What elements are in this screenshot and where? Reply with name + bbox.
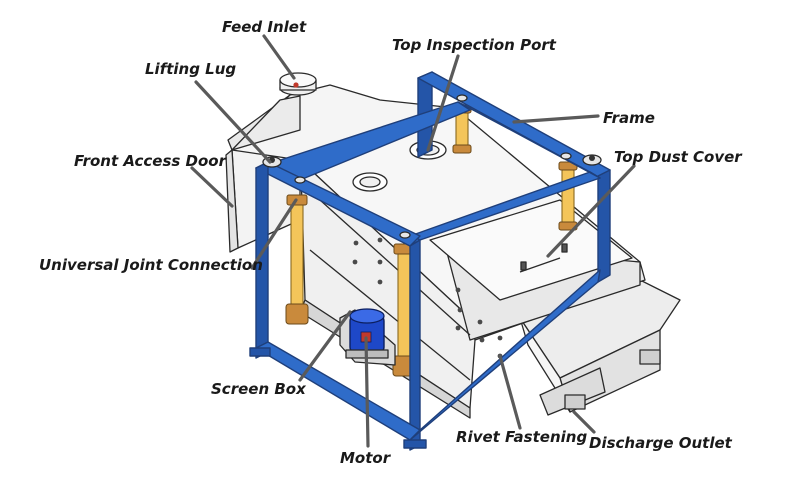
leader-frame: [512, 114, 600, 124]
leader-feed-inlet: [262, 34, 296, 80]
label-front-access-door: Front Access Door: [74, 152, 227, 170]
label-motor: Motor: [340, 449, 391, 467]
label-universal-joint-connection: Universal Joint Connection: [39, 256, 263, 274]
frame-drawing: [249, 71, 611, 451]
leader-motor: [364, 336, 370, 448]
leader-screen-box: [298, 310, 352, 382]
label-top-dust-cover: Top Dust Cover: [614, 148, 742, 166]
discharge-outlet-drawing: [519, 269, 681, 416]
label-top-inspection-port: Top Inspection Port: [392, 36, 556, 54]
leader-top-dust-cover: [546, 164, 636, 258]
leader-lifting-lug: [194, 80, 272, 164]
leader-universal-joint: [250, 198, 298, 270]
leader-top-inspection-port: [426, 54, 460, 152]
label-lifting-lug: Lifting Lug: [145, 60, 237, 78]
lifting-lugs-drawing: [262, 94, 602, 239]
label-frame: Frame: [603, 109, 655, 127]
leader-discharge-outlet: [572, 410, 596, 434]
leader-front-access-door: [190, 166, 234, 208]
leader-rivet-fastening: [498, 354, 522, 430]
label-screen-box: Screen Box: [211, 380, 306, 398]
label-rivet-fastening: Rivet Fastening: [456, 428, 588, 446]
feed-inlet-drawing: [231, 72, 456, 161]
top-dust-cover-drawing: [429, 199, 633, 301]
label-feed-inlet: Feed Inlet: [222, 18, 307, 36]
label-discharge-outlet: Discharge Outlet: [589, 434, 732, 452]
leader-lines: [190, 34, 636, 448]
